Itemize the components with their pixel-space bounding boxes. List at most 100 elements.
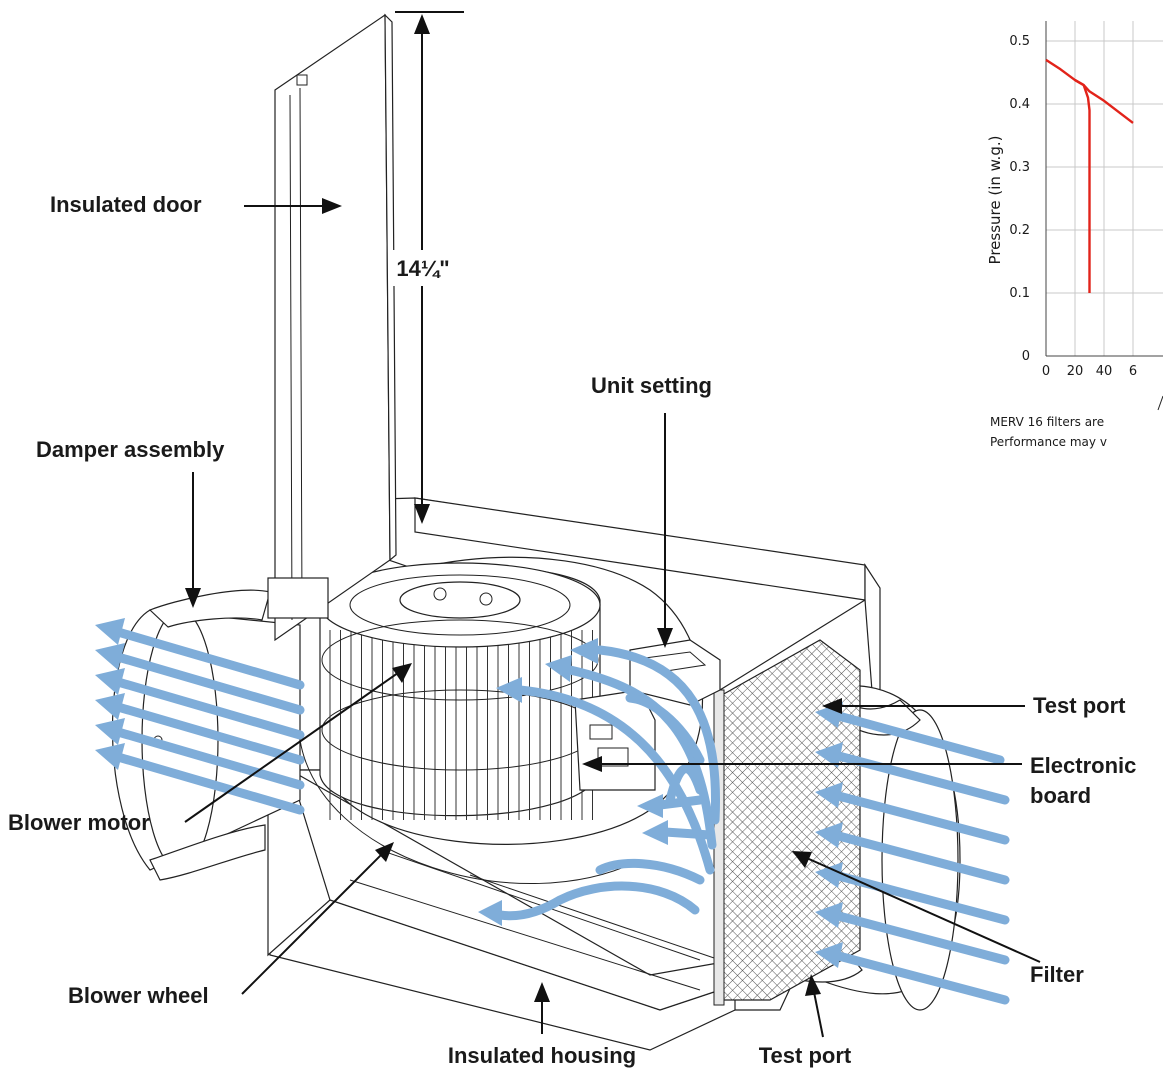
height-dimension-label: 14¼": [396, 256, 449, 281]
arrow-damper-assembly: [185, 588, 201, 608]
airflow-internal-head-9: [478, 900, 502, 926]
airflow-outlet-2: [113, 652, 305, 715]
chart-y-tick-label: 0.5: [1009, 34, 1030, 49]
height-dimension: 14¼": [392, 11, 464, 524]
airflow-outlet-head-1: [95, 618, 125, 645]
chart-y-axis-label: Pressure (in w.g.): [986, 136, 1004, 265]
label-insulated-housing: Insulated housing: [448, 1043, 636, 1068]
leader-blower-motor: [184, 667, 406, 823]
airflow-arrows: [95, 618, 1010, 1005]
callouts: Insulated door Unit setting Damper assem…: [8, 192, 1136, 1068]
airflow-inlet-6: [830, 910, 1010, 965]
arrow-test-port-bottom: [805, 974, 821, 996]
airflow-outlet-4: [113, 702, 305, 765]
door-latch: [296, 74, 308, 86]
arrow-electronic-board: [582, 756, 602, 772]
label-test-port-bottom: Test port: [759, 1043, 852, 1068]
dimension-label-bg: [392, 250, 454, 286]
label-insulated-door: Insulated door: [50, 192, 202, 217]
label-electronic-board-2: board: [1030, 783, 1091, 808]
door-edge: [384, 13, 397, 562]
chart-grid: [1046, 21, 1163, 356]
airflow-outlet-head-6: [95, 743, 125, 770]
blower-wheel-inner-ring: [349, 574, 571, 636]
airflow-outlet-head-3: [95, 668, 125, 695]
damper-flap-bottom: [149, 824, 266, 881]
chart-y-tick-label: 0.1: [1009, 286, 1030, 301]
chart-x-tick-label: 40: [1096, 364, 1113, 379]
airflow-outlet-head-2: [95, 643, 125, 670]
chart-x-tick-label: 6: [1129, 364, 1137, 379]
door-hinge-bracket: [267, 577, 329, 619]
chart-series-line-2: [1074, 79, 1091, 293]
airflow-inlet-4: [830, 830, 1010, 885]
airflow-internal-9: [495, 881, 700, 921]
airflow-inlet-head-2: [815, 742, 843, 768]
airflow-internal-7: [660, 827, 715, 840]
airflow-inlet-7: [830, 950, 1010, 1005]
arrow-filter: [792, 851, 812, 868]
airflow-outlet-1: [113, 627, 305, 690]
dimension-arrow-top: [414, 14, 430, 34]
board-component-1: [589, 724, 613, 740]
arrow-test-port-top: [822, 698, 842, 714]
chart-axes: [1045, 21, 1163, 357]
arrow-blower-wheel: [375, 842, 394, 862]
label-blower-motor: Blower motor: [8, 810, 150, 835]
arrow-unit-setting: [657, 628, 673, 648]
airflow-inlet-3: [830, 790, 1010, 845]
airflow-inlet-head-5: [815, 862, 843, 888]
airflow-inlet-2: [830, 750, 1010, 805]
insulated-door: [267, 13, 397, 642]
arrow-insulated-door: [322, 198, 342, 214]
chart-note-2: Performance may v: [990, 435, 1107, 449]
dimension-arrow-bottom: [414, 504, 430, 524]
airflow-internal-head-7: [642, 820, 668, 845]
airflow-internal-4: [625, 693, 705, 765]
airflow-inlet-1: [830, 710, 1005, 765]
chart-y-tick-label: 0.3: [1009, 160, 1030, 175]
airflow-internal-head-1: [570, 638, 598, 664]
chart-y-tick-label: 0: [1022, 349, 1030, 364]
airflow-internal-head-6: [637, 794, 663, 818]
airflow-internal-6: [655, 795, 705, 810]
airflow-inlet-head-6: [815, 902, 843, 928]
airflow-inlet-head-3: [815, 782, 843, 808]
blower-motor-hub: [399, 581, 521, 619]
airflow-outlet-head-4: [95, 693, 125, 720]
airflow-outlet-6: [113, 752, 305, 815]
airflow-inlet-head-4: [815, 822, 843, 848]
airflow-outlet-5: [113, 727, 305, 790]
label-unit-setting: Unit setting: [591, 373, 712, 398]
airflow-internal-1: [595, 645, 721, 825]
airflow-outlet-head-5: [95, 718, 125, 745]
blower-wheel: [319, 562, 601, 820]
door-seams: [289, 87, 303, 621]
label-blower-wheel: Blower wheel: [68, 983, 209, 1008]
door-face: [274, 13, 391, 642]
motor-bolt-1: [433, 587, 447, 601]
airflow-internal-5: [665, 764, 705, 805]
board-component-2: [597, 747, 629, 767]
motor-bolt-2: [479, 592, 493, 606]
label-filter: Filter: [1030, 962, 1084, 987]
chart-y-tick-label: 0.2: [1009, 223, 1030, 238]
airflow-outlet-3: [113, 677, 305, 740]
chart-cropped-xlabel-mark: [1157, 395, 1163, 411]
airflow-internal-head-2: [545, 655, 572, 682]
floor-seams: [349, 849, 721, 991]
label-damper-assembly: Damper assembly: [36, 437, 225, 462]
arrow-blower-motor: [392, 663, 412, 683]
chart-x-tick-label: 20: [1067, 364, 1084, 379]
leader-filter: [799, 854, 1041, 963]
chart-y-tick-label: 0.4: [1009, 97, 1030, 112]
airflow-inlet-head-7: [815, 942, 843, 968]
scroll-floor-curve: [299, 739, 641, 885]
airflow-internal-8: [595, 859, 705, 885]
label-electronic-board-1: Electronic: [1030, 753, 1136, 778]
airflow-internal-head-3: [496, 677, 522, 703]
leader-blower-wheel: [241, 847, 389, 995]
chart-note-1: MERV 16 filters are: [990, 415, 1104, 429]
